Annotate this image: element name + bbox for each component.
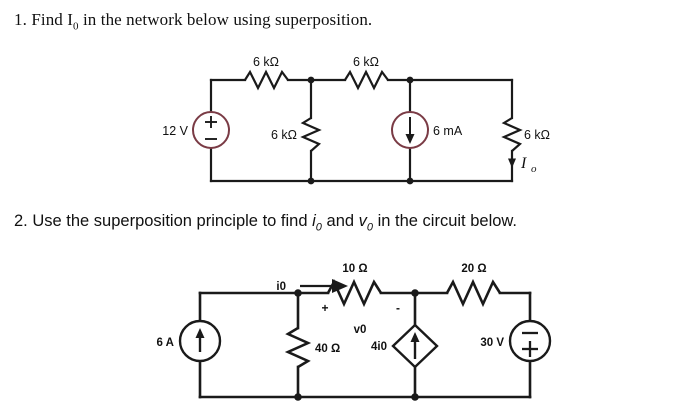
resistor-top-left-label: 6 kΩ [253, 55, 279, 69]
problem-2-symbol-v: v [358, 212, 367, 230]
circuit2-wires [198, 291, 532, 399]
problem-2-text-after: in the circuit below. [377, 212, 518, 230]
dependent-source-label: 4i0 [371, 341, 387, 353]
voltage-source-30v-label: 30 V [480, 337, 504, 349]
current-source-6ma-label: 6 mA [433, 124, 463, 138]
problem-2-symbol-i-subscript: 0 [315, 221, 322, 234]
node-c2-bottom-1 [294, 393, 302, 401]
output-current-io-subscript: o [531, 163, 537, 175]
problem-1-text-before: Find [31, 10, 63, 29]
resistor-top-right-label: 6 kΩ [353, 55, 379, 69]
node-c2-top-2 [411, 289, 419, 297]
resistor-20-ohm-symbol [445, 278, 502, 308]
node-c2-top-1 [294, 289, 302, 297]
resistor-20-ohm-label: 20 Ω [461, 263, 486, 275]
node-bottom-1 [307, 177, 315, 185]
output-current-io [508, 153, 516, 168]
6a-arrow-head-up-icon [195, 328, 205, 338]
v0-polarity-minus: - [396, 301, 400, 315]
branch-current-i0-label: i0 [276, 281, 286, 293]
current-source-6a [178, 319, 222, 363]
io-arrow-head-down-icon [508, 158, 516, 168]
resistor-top-right-symbol [344, 69, 389, 91]
resistor-40-ohm-symbol [284, 326, 312, 369]
node-top-1 [307, 76, 315, 84]
problem-2-symbol-i: i [312, 212, 316, 230]
node-c2-bottom-2 [411, 393, 419, 401]
problem-2-symbol-v-subscript: 0 [366, 221, 374, 234]
resistor-middle-label: 6 kΩ [271, 128, 297, 142]
problem-2-statement: 2. Use the superposition principle to fi… [14, 212, 517, 233]
output-current-io-symbol: I [520, 155, 527, 172]
problem-1-symbol: I [67, 10, 74, 29]
current-source-6a-label: 6 A [157, 337, 174, 349]
resistor-right-label: 6 kΩ [524, 128, 550, 142]
problem-1-statement: 1. Find I0 in the network below using su… [14, 10, 372, 32]
problem-1-symbol-subscript: 0 [73, 20, 79, 33]
problem-1-number: 1. [14, 10, 27, 29]
voltage-source-12v [192, 111, 230, 149]
node-bottom-2 [406, 177, 414, 185]
resistor-middle-symbol [300, 117, 322, 152]
current-arrow-head-down-icon [405, 134, 415, 144]
resistor-top-left-symbol [244, 69, 289, 91]
branch-current-i0-arrow [300, 279, 348, 293]
problem-1-text-after: in the network below using superposition… [82, 10, 373, 29]
current-source-6ma [391, 111, 429, 149]
branch-voltage-v0-label: v0 [354, 324, 367, 336]
4i0-arrow-head-up-icon [410, 332, 420, 342]
problem-2-text-before: Use the superposition principle to find [32, 212, 308, 230]
problem-2-conjunction: and [326, 212, 355, 230]
node-top-2 [406, 76, 414, 84]
problem-2-number: 2. [14, 212, 28, 230]
circuit-diagram-2: 10 Ω 20 Ω 40 Ω i0 + - v0 6 A 4i0 [157, 263, 552, 401]
voltage-source-12v-label: 12 V [162, 124, 188, 138]
i0-arrow-head-right-icon [332, 279, 348, 293]
v0-polarity-plus: + [321, 301, 328, 315]
voltage-source-circle [192, 111, 230, 149]
resistor-right-symbol [501, 117, 523, 152]
circuit-diagram-1: 6 kΩ 6 kΩ 6 kΩ 6 kΩ 12 V 6 mA [162, 55, 550, 185]
voltage-source-30v [508, 319, 552, 363]
circuit1-wires [209, 78, 514, 183]
dependent-current-source-4i0 [391, 323, 439, 369]
resistor-40-ohm-label: 40 Ω [315, 343, 340, 355]
resistor-10-ohm-label: 10 Ω [342, 263, 367, 275]
